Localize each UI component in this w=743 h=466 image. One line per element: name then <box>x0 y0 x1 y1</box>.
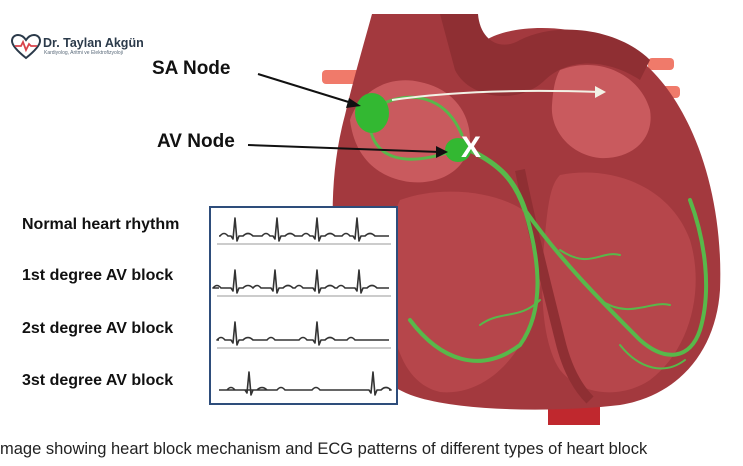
sa-node <box>355 93 389 133</box>
ecg-trace-second-degree <box>216 321 389 346</box>
conduction-system <box>368 95 709 370</box>
left-ventricle <box>542 172 696 393</box>
av-node-arrowhead <box>436 146 448 158</box>
ecg-trace-third-degree <box>219 371 392 396</box>
av-node <box>445 138 471 162</box>
ecg-trace-normal <box>219 217 389 242</box>
purkinje-fibers-1 <box>559 249 621 261</box>
logo-subtitle: Kardiyolog, Aritmi ve Elektrofizyoloji <box>44 50 123 56</box>
ecg-panel <box>209 206 398 405</box>
right-bundle-branch <box>408 208 540 363</box>
vessel-stub-top-left <box>322 70 362 84</box>
ecg-label-normal: Normal heart rhythm <box>22 216 180 233</box>
av-node-pointer <box>247 144 441 153</box>
ecg-label-third-degree: 3st degree AV block <box>22 372 174 389</box>
bundle-of-his <box>467 147 528 213</box>
purkinje-fibers-2 <box>599 299 671 310</box>
av-node-label: AV Node <box>157 131 235 152</box>
left-bundle-branch <box>523 198 709 357</box>
logo-name: Dr. Taylan Akgün <box>43 36 144 50</box>
heart-pulse-icon <box>10 34 42 60</box>
purkinje-fibers-3 <box>479 299 541 326</box>
logo: Dr. Taylan Akgün Kardiyolog, Aritmi ve E… <box>10 34 150 60</box>
figure-caption: mage showing heart block mechanism and E… <box>0 440 648 458</box>
aorta <box>440 14 650 97</box>
arrow-head-bachmann <box>595 86 606 98</box>
ecg-label-second-degree: 2st degree AV block <box>22 320 174 337</box>
ecg-trace-first-degree <box>212 269 389 294</box>
bachmann-bundle <box>391 89 601 101</box>
purkinje-fibers-4 <box>619 344 686 370</box>
sa-node-arrowhead <box>346 98 361 108</box>
ecg-label-first-degree: 1st degree AV block <box>22 267 174 284</box>
septum <box>515 169 594 404</box>
ecg-traces <box>212 217 392 396</box>
right-ventricle <box>387 191 543 393</box>
sa-node-pointer <box>257 73 356 105</box>
vessel-stub-top-right <box>648 58 674 70</box>
internodal-path-upper <box>378 95 464 137</box>
left-atrium <box>551 64 651 159</box>
block-marker: X <box>461 131 482 164</box>
sa-node-label: SA Node <box>152 58 231 79</box>
